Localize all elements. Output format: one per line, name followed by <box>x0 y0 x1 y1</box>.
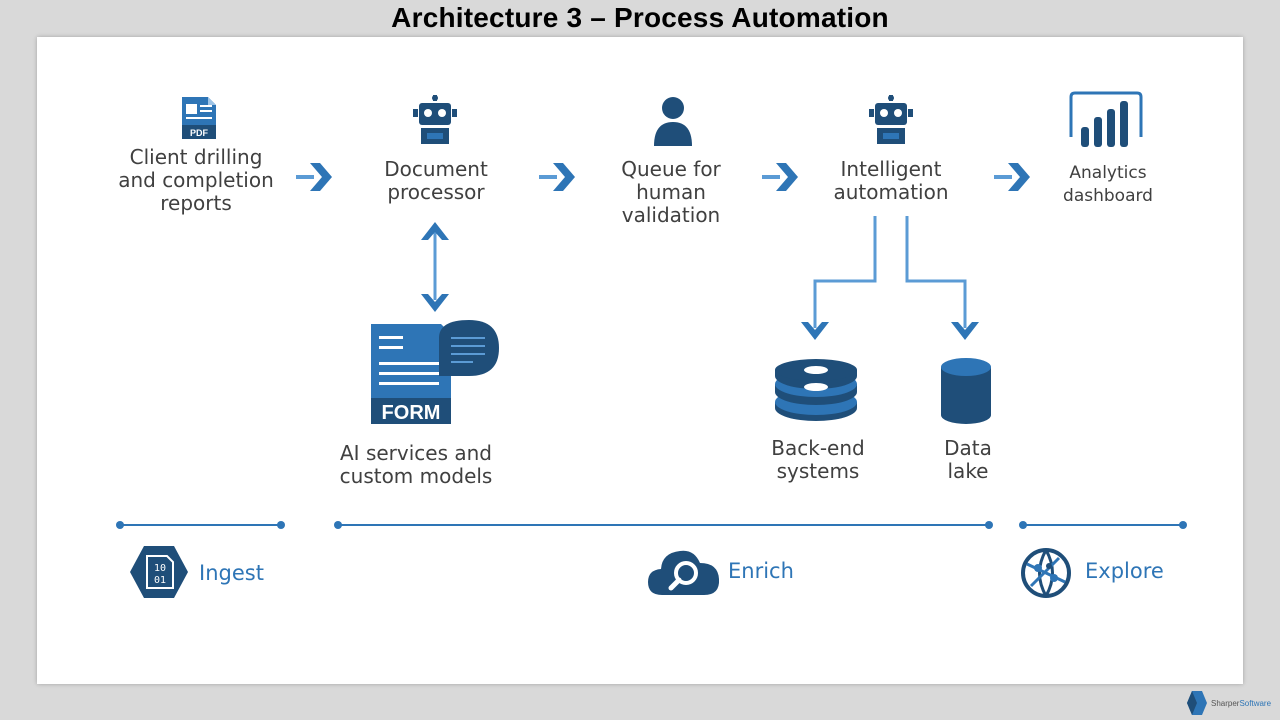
label-line: Back-end <box>771 436 865 460</box>
analytics-dashboard-label: Analytics dashboard <box>1046 162 1170 208</box>
document-processor-label: Document processor <box>356 158 516 204</box>
label-line: human <box>636 180 706 204</box>
binary-text: 01 <box>154 575 166 586</box>
label-line: reports <box>160 191 232 215</box>
label-line: Data <box>944 436 992 460</box>
flow-arrow-2 <box>539 163 575 191</box>
ai-services-label: AI services and custom models <box>316 442 516 488</box>
network-globe-icon <box>1021 548 1071 598</box>
data-lake-label: Data lake <box>918 437 1018 483</box>
brand-part-2: Software <box>1239 698 1272 708</box>
binary-text: 10 <box>154 563 166 574</box>
label-line: systems <box>776 459 860 483</box>
robot-icon <box>869 95 913 144</box>
brand-name: SharperSoftware <box>1211 699 1271 708</box>
brand-part-1: Sharper <box>1211 698 1240 708</box>
queue-human-label: Queue for human validation <box>596 158 746 227</box>
label-line: AI services and <box>340 441 492 465</box>
brand-hex-icon <box>1187 691 1207 715</box>
ingest-phase-label: Ingest <box>199 561 264 585</box>
label-line: processor <box>387 180 485 204</box>
cloud-search-icon <box>648 550 720 595</box>
enrich-line <box>334 521 993 529</box>
explore-phase-label: Explore <box>1085 559 1164 583</box>
label-line: lake <box>947 459 989 483</box>
explore-line <box>1019 521 1187 529</box>
bar-chart-icon <box>1069 91 1143 147</box>
binary-data-hexagon-icon: 10 01 <box>130 546 188 598</box>
flow-arrow-1 <box>296 163 332 191</box>
enrich-phase-label: Enrich <box>728 559 794 583</box>
data-lake-cylinder-icon <box>941 358 991 424</box>
bidirectional-arrow <box>421 222 449 312</box>
slide-title: Architecture 3 – Process Automation <box>391 2 889 33</box>
label-line: Client drilling <box>129 145 263 169</box>
label-line: Document <box>384 157 488 181</box>
label-line: custom models <box>339 464 493 488</box>
branch-to-backend <box>801 216 877 340</box>
flow-arrow-4 <box>994 163 1030 191</box>
label-line: Queue for <box>621 157 721 181</box>
label-line: validation <box>621 203 721 227</box>
flow-arrow-3 <box>762 163 798 191</box>
label-line: automation <box>833 180 949 204</box>
client-reports-label: Client drilling and completion reports <box>96 146 296 215</box>
robot-icon <box>413 95 457 144</box>
label-line: Intelligent <box>840 157 942 181</box>
label-line: Analytics <box>1069 163 1147 183</box>
form-icon-text: FORM <box>382 402 441 424</box>
intelligent-automation-label: Intelligent automation <box>806 158 976 204</box>
database-discs-icon <box>775 359 857 421</box>
backend-systems-label: Back-end systems <box>748 437 888 483</box>
pdf-document-icon: PDF <box>182 97 216 139</box>
branch-to-datalake <box>905 216 979 340</box>
pdf-icon-text: PDF <box>190 128 209 138</box>
ingest-line <box>116 521 285 529</box>
person-icon <box>654 97 692 146</box>
sharper-software-logo: SharperSoftware <box>1186 690 1271 716</box>
label-line: and completion <box>118 168 274 192</box>
form-icon: FORM <box>371 320 499 424</box>
label-line: dashboard <box>1063 186 1153 206</box>
